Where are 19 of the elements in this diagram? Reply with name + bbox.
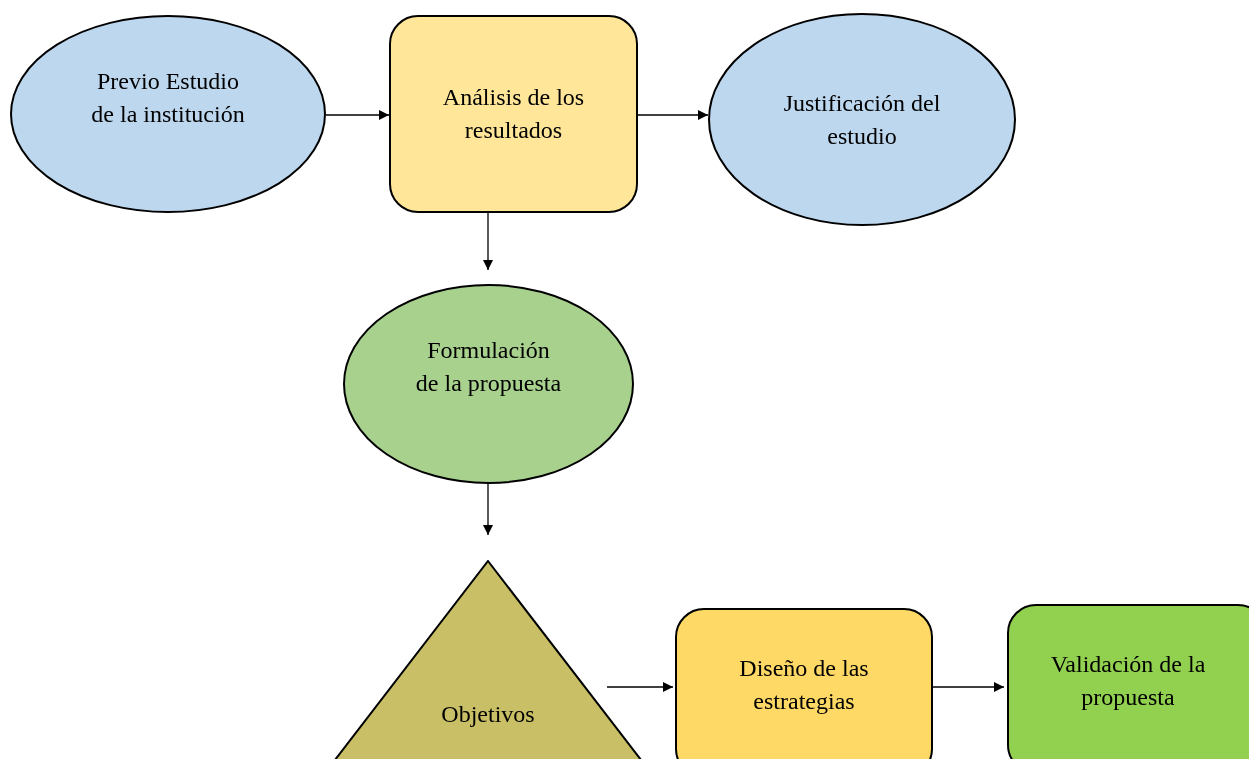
node-label: Validación de la propuesta: [1049, 650, 1207, 712]
process-box: [389, 15, 638, 213]
process-box: [1007, 604, 1249, 759]
process-box: [675, 608, 933, 759]
node-label: Análisis de los resultados: [441, 83, 586, 145]
arrow: [606, 682, 674, 692]
process-ellipse: [343, 284, 634, 484]
process-ellipse: [708, 13, 1016, 226]
arrow: [932, 682, 1005, 692]
node-label: Formulación de la propuesta: [414, 336, 563, 398]
arrow: [483, 483, 493, 536]
node-label: Diseño de las estrategias: [738, 654, 870, 716]
arrow: [325, 110, 390, 120]
arrow: [483, 212, 493, 271]
process-ellipse: [10, 15, 326, 213]
node-label: Justificación del estudio: [782, 89, 942, 151]
node-label: Previo Estudio de la institución: [90, 67, 246, 129]
node-label: Objetivos: [440, 700, 536, 729]
arrow: [637, 110, 709, 120]
